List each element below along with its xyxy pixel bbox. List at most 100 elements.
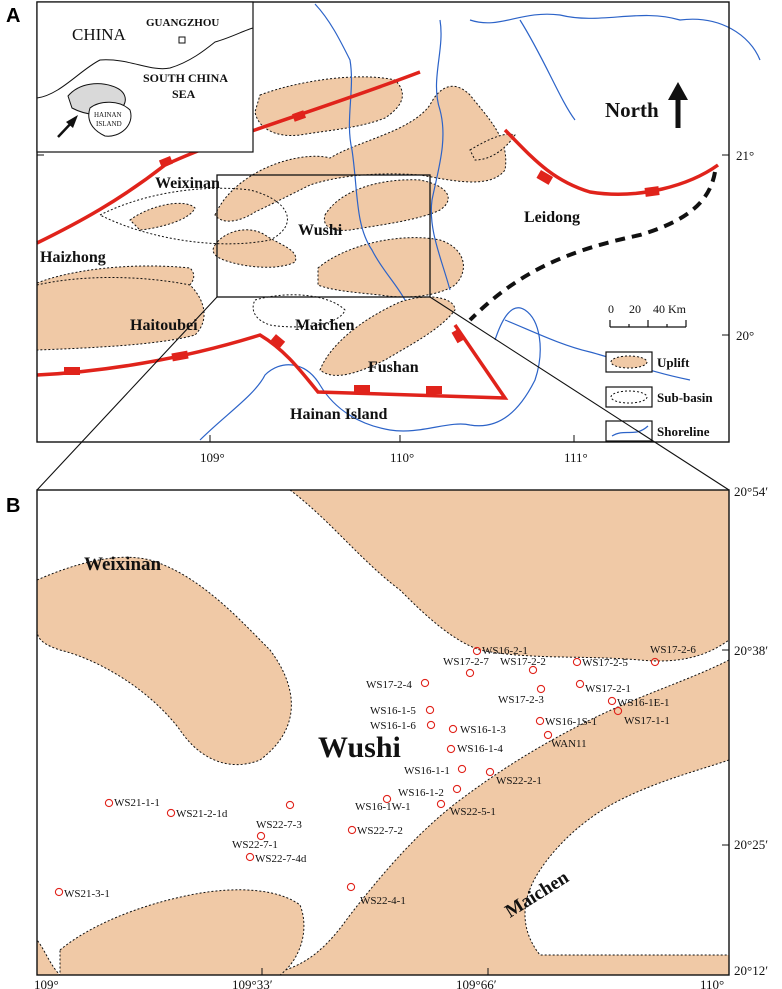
well-label: WS22-7-3 (256, 819, 302, 831)
lon-tick-b-3: 110° (700, 977, 724, 989)
well-label: WS16-1-5 (370, 705, 416, 717)
well-marker (452, 784, 462, 794)
well-label: WS21-1-1 (114, 797, 160, 809)
uplift-weixinan-central (214, 85, 507, 222)
well-label: WS17-2-4 (366, 679, 412, 691)
inset-guangzhou-marker (178, 36, 186, 44)
uplift-b-southwest (59, 889, 305, 976)
legend-subbasin-label: Sub-basin (657, 390, 713, 405)
well-marker (457, 764, 467, 774)
legend-subbasin-symbol (610, 390, 648, 404)
well-marker (426, 720, 436, 730)
lat-tick-b-0: 20°54′ (734, 484, 768, 499)
north-label: North (605, 98, 659, 122)
panel-a-ticks: 109° 110° 111° 21° 20° (37, 148, 754, 465)
well-label: WS17-2-7 (443, 656, 489, 668)
well-label: WS22-7-1 (232, 839, 278, 851)
label-weixinan-a: Weixinan (155, 175, 220, 192)
legend: Uplift Sub-basin Shoreline (605, 351, 713, 442)
fault-inferred (468, 171, 717, 322)
well-marker (166, 808, 176, 818)
label-maichen-a: Maichen (295, 317, 355, 334)
panel-a-letter: A (6, 5, 20, 27)
well-marker (104, 798, 114, 808)
well-label: WS16-1-1 (404, 765, 450, 777)
shoreline-hainan (199, 307, 541, 441)
well-label: WS21-3-1 (64, 888, 110, 900)
study-area-box (216, 174, 431, 298)
scale-bar: 0 20 40 Km (608, 302, 687, 328)
well-marker (572, 657, 582, 667)
scale-bar-label: 0 20 40 Km (608, 302, 687, 316)
well-label: WS21-2-1d (176, 808, 228, 820)
inset-arrow-head (66, 115, 78, 128)
lon-tick-b-1: 109°33′ (232, 977, 273, 989)
lat-tick-a-0: 21° (736, 148, 754, 163)
well-marker (607, 696, 617, 706)
well-label: WS17-2-3 (498, 694, 544, 706)
well-label: WS17-1-1 (624, 715, 670, 727)
north-arrow: North (605, 82, 688, 128)
inset-hainan-island (88, 101, 132, 137)
lon-tick-a-0: 109° (200, 450, 225, 465)
fault-south (36, 324, 509, 400)
well-label: WS22-7-4d (255, 853, 307, 865)
uplift-b-northwest (36, 556, 292, 766)
well-label: WS17-2-1 (585, 683, 631, 695)
fault-tooth (171, 350, 189, 362)
label-fushan: Fushan (368, 359, 419, 376)
fault-north (36, 70, 421, 245)
subbasin-outline-1 (98, 187, 288, 245)
panel-b-letter: B (6, 495, 20, 517)
well-label: WS22-2-1 (496, 775, 542, 787)
fault-tooth (270, 334, 286, 348)
scale-bar-line (609, 320, 687, 328)
well-marker (245, 852, 255, 862)
well-label: WS16-1-2 (398, 787, 444, 799)
inset-label-island-line1: HAINAN (94, 111, 122, 119)
panel-b-map (36, 489, 730, 976)
lon-tick-a-2: 111° (564, 450, 588, 465)
well-label: WS16-1-4 (457, 743, 503, 755)
subbasin-outline-2 (252, 294, 346, 328)
legend-uplift-symbol (610, 355, 648, 369)
legend-shoreline-symbol (611, 425, 649, 437)
legend-shoreline-box (605, 420, 653, 442)
well-marker (436, 799, 446, 809)
well-label: WS22-7-2 (357, 825, 403, 837)
well-marker (613, 706, 623, 716)
well-marker (425, 705, 435, 715)
uplift-b-west-strip (36, 938, 62, 976)
fault-tooth (354, 385, 370, 393)
uplift-leidong (469, 133, 516, 161)
inset-label-guangzhou: GUANGZHOU (146, 17, 219, 29)
panel-a-frame (36, 1, 730, 443)
well-marker (528, 665, 538, 675)
fault-tooth (536, 170, 554, 185)
well-marker (448, 724, 458, 734)
lon-tick-a-1: 110° (390, 450, 414, 465)
label-haitoubei: Haitoubei (130, 317, 198, 334)
shoreline-east (504, 319, 691, 381)
fault-tooth (451, 328, 465, 344)
fault-tooth (426, 386, 442, 394)
inset-coastline (36, 27, 254, 99)
well-label: WS17-2-5 (582, 657, 628, 669)
label-haizhong: Haizhong (40, 249, 106, 266)
zoom-connector-lines (36, 296, 730, 491)
well-marker (420, 678, 430, 688)
inset-label-island-line2: ISLAND (96, 120, 122, 128)
fault-tooth (291, 110, 307, 122)
lon-tick-b-2: 109°66′ (456, 977, 497, 989)
lat-tick-b-1: 20°38′ (734, 643, 768, 658)
shoreline-coast-north (314, 3, 761, 301)
well-marker (347, 825, 357, 835)
well-marker (485, 767, 495, 777)
well-marker (54, 887, 64, 897)
panel-a-map (36, 3, 761, 441)
north-arrow-head (668, 82, 688, 100)
well-marker (256, 831, 266, 841)
well-marker (346, 882, 356, 892)
